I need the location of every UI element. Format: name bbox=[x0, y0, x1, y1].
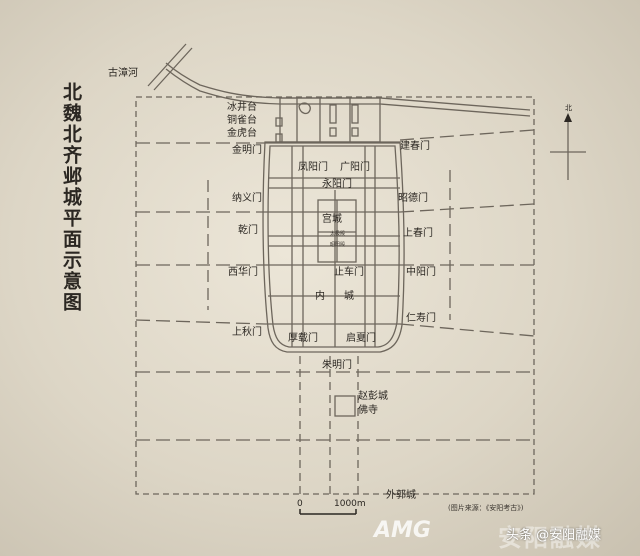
north-city-building bbox=[351, 127, 359, 137]
gate-label-zhiche: 止车门 bbox=[334, 267, 364, 278]
gate-label-zhaode: 昭德门 bbox=[398, 193, 428, 204]
inner-city-streets bbox=[268, 146, 400, 347]
brand-watermark: 安阳融媒 bbox=[498, 524, 602, 552]
gate-label-shangchun: 上春门 bbox=[403, 228, 433, 239]
outer-city-label: 外郭城 bbox=[386, 490, 416, 501]
gate-label-guangyang: 广阳门 bbox=[340, 162, 370, 173]
river-branch bbox=[147, 43, 187, 87]
gate-label-yongyang: 永阳门 bbox=[322, 179, 352, 190]
inner-city-label-nei: 内 bbox=[315, 291, 325, 302]
gate-label-jinming: 金明门 bbox=[232, 145, 262, 156]
palace-label: 宫城 bbox=[322, 214, 342, 225]
scale-distance-label: 1000m bbox=[334, 499, 366, 509]
north-city-building bbox=[329, 104, 337, 124]
river-channel-bank bbox=[165, 68, 531, 117]
source-note: (图片来源：《安阳考古》) bbox=[448, 504, 524, 512]
gate-label-xihua: 西华门 bbox=[228, 267, 258, 278]
amg-logo: AMG bbox=[374, 518, 431, 543]
river-label: 古漳河 bbox=[108, 68, 138, 79]
temple-label-fosi: 佛寺 bbox=[358, 405, 378, 416]
palace-hall-label-zhaoyang: 昭阳殿 bbox=[330, 242, 346, 248]
scale-zero-label: 0 bbox=[297, 499, 303, 509]
north-label: 北 bbox=[565, 104, 572, 112]
terrace-marker bbox=[275, 133, 283, 143]
north-arrow-head bbox=[564, 113, 572, 122]
zhao-pengcheng-temple bbox=[334, 395, 356, 417]
inner-city-label-cheng: 城 bbox=[344, 291, 354, 302]
map-title: 北魏北齐邺城平面示意图 bbox=[60, 82, 82, 313]
gate-label-zhuming: 朱明门 bbox=[322, 360, 352, 371]
river-branch-bank bbox=[153, 47, 193, 91]
north-city-pond bbox=[298, 102, 311, 115]
inner-city-wall-inner bbox=[267, 145, 400, 348]
terrace-label-tongque: 铜雀台 bbox=[227, 115, 257, 126]
scale-bar bbox=[299, 509, 357, 515]
credit-watermark: 头条 @安阳融媒 bbox=[506, 528, 602, 543]
outer-city-boundary bbox=[135, 96, 535, 495]
gate-label-fengyang: 凤阳门 bbox=[298, 162, 328, 173]
north-city-building bbox=[329, 127, 337, 137]
gate-label-shangqiu: 上秋门 bbox=[232, 327, 262, 338]
temple-label-zhao: 赵彭城 bbox=[358, 391, 388, 402]
river-channel bbox=[165, 62, 531, 111]
gate-label-zhongyang: 中阳门 bbox=[406, 267, 436, 278]
terrace-label-bingjing: 冰井台 bbox=[227, 102, 257, 113]
east-west-roads bbox=[135, 129, 535, 441]
gate-label-renshou: 仁寿门 bbox=[406, 313, 436, 324]
gate-label-houzai: 厚载门 bbox=[288, 333, 318, 344]
inner-city-wall bbox=[262, 141, 405, 353]
palace-hall-label-taiji: 太极殿 bbox=[330, 231, 346, 237]
terrace-marker bbox=[275, 117, 283, 127]
gate-label-nayi: 纳义门 bbox=[232, 193, 262, 204]
gate-label-qixia: 启夏门 bbox=[346, 333, 376, 344]
gate-label-jianchun: 建春门 bbox=[400, 141, 430, 152]
gate-label-qian: 乾门 bbox=[238, 225, 258, 236]
north-city-building bbox=[351, 104, 359, 124]
north-south-roads bbox=[207, 170, 451, 494]
terrace-label-jinhu: 金虎台 bbox=[227, 128, 257, 139]
